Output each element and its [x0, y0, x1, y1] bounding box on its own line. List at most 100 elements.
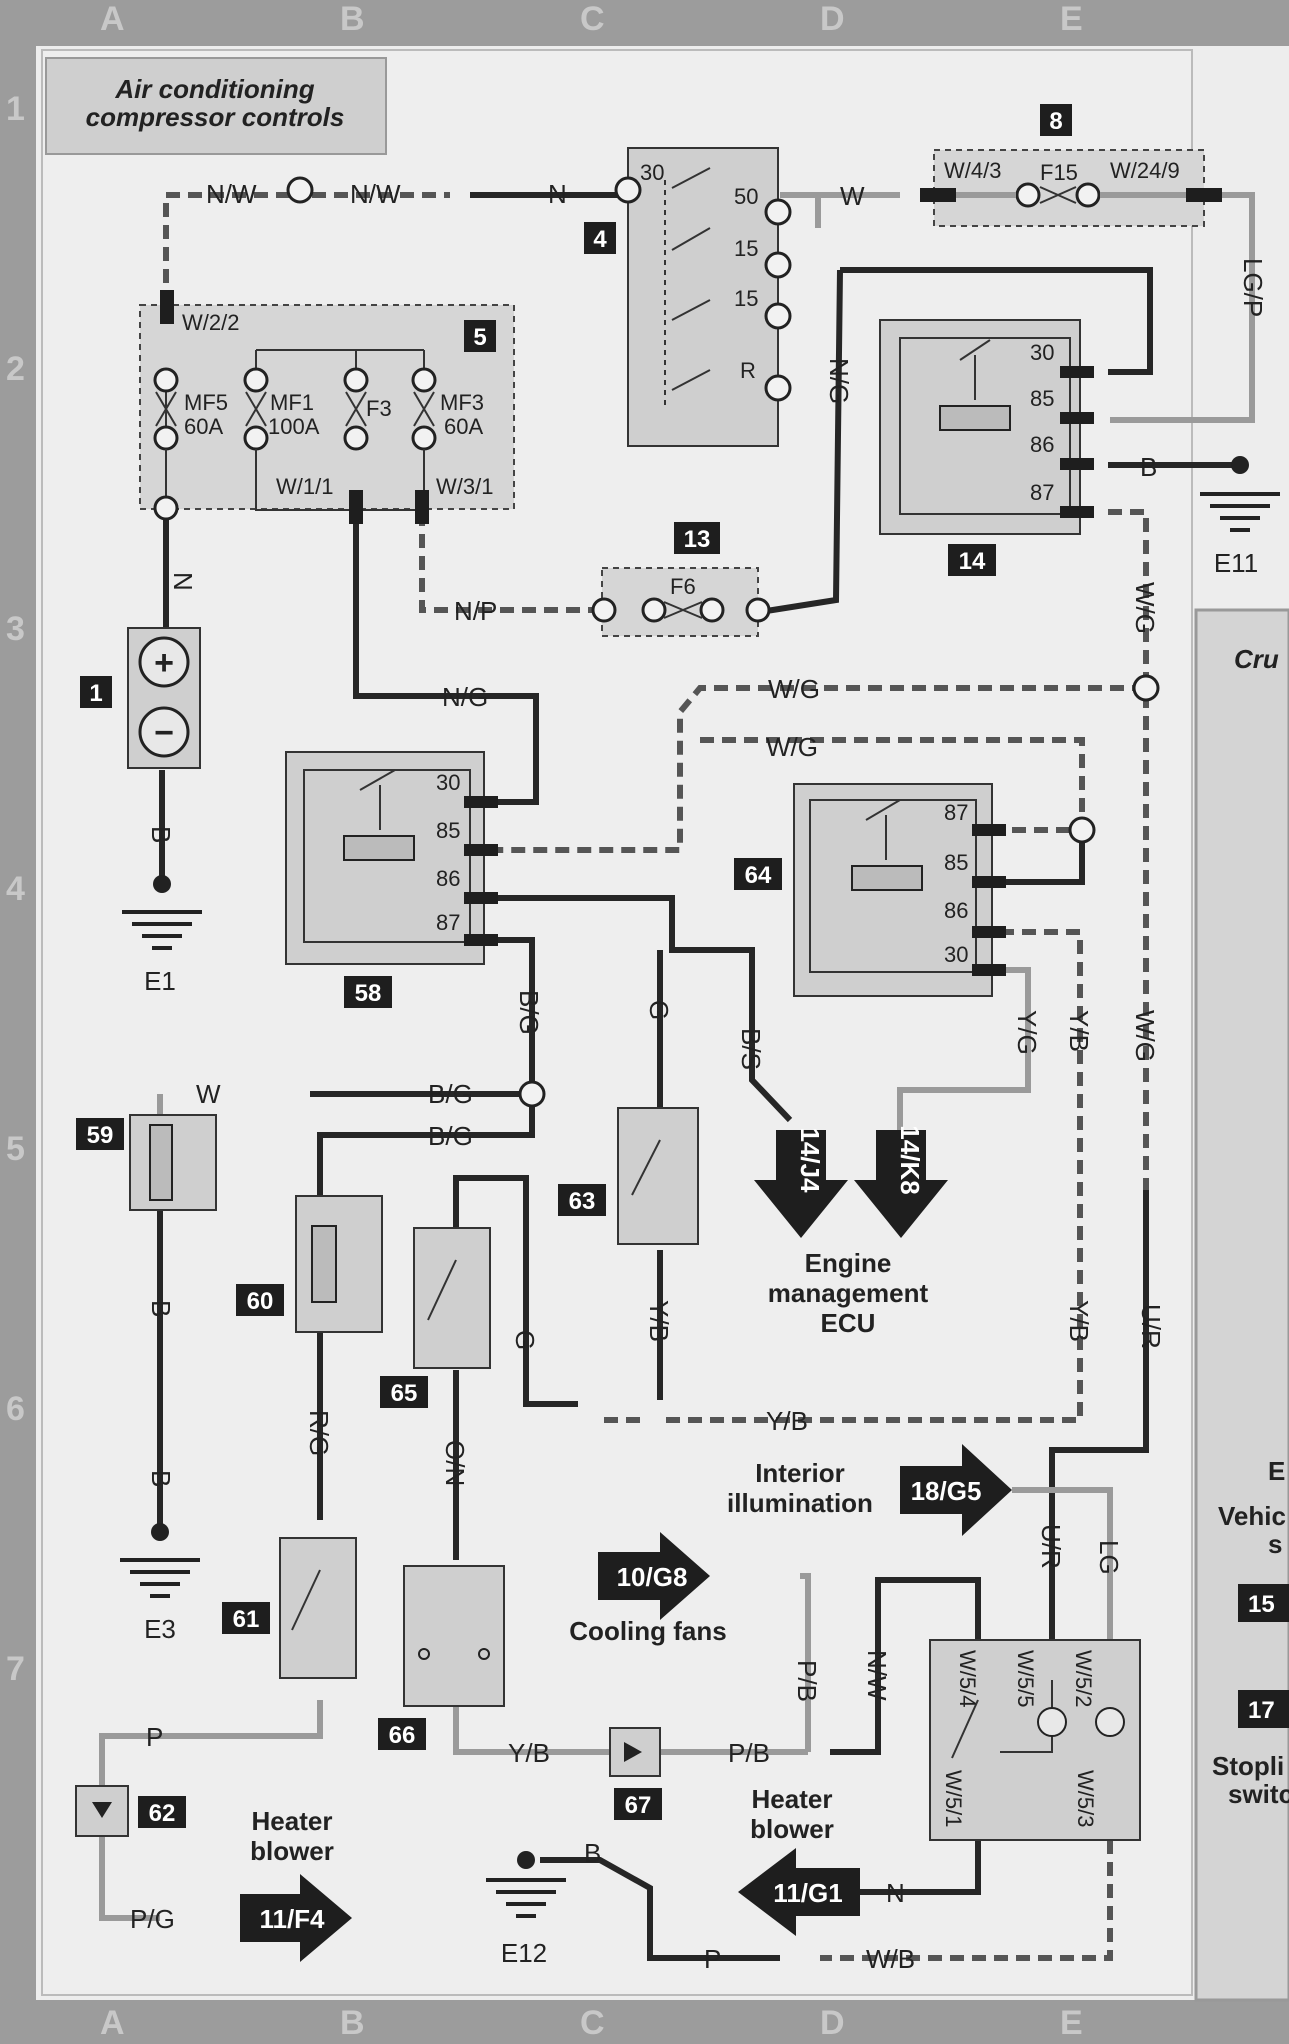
wire-yg	[897, 967, 1031, 1130]
side-label-switc: switc	[1228, 1779, 1289, 1809]
caption-interior-1: Interior	[755, 1458, 845, 1488]
wire-label-b-e3: B	[146, 1470, 176, 1487]
relay-14-pin-86	[1060, 458, 1094, 470]
grid-row-2: 2	[6, 350, 25, 388]
switch-61	[279, 1537, 357, 1679]
relay64-pin30-label: 30	[944, 942, 968, 967]
wire-np	[419, 512, 602, 613]
tag-5	[464, 320, 496, 352]
relay58-pin85-label: 85	[436, 818, 460, 843]
splice-wg	[1132, 674, 1160, 702]
wire-label-rg: R/G	[304, 1410, 334, 1456]
grid-row-7: 7	[6, 1650, 25, 1688]
relay-14-inner	[899, 337, 1071, 515]
battery-plus-icon: +	[154, 644, 174, 682]
tag-67-label: 67	[625, 1792, 652, 1819]
arrow-14-k8	[854, 1130, 948, 1238]
arrow-14-j4	[754, 1130, 848, 1238]
wire-label-b-59: B	[146, 1300, 176, 1317]
caption-ecu-3: ECU	[821, 1308, 876, 1338]
wire-ng-top	[840, 267, 1153, 375]
relay64-pin87-label: 87	[944, 800, 968, 825]
relay58-pin86-label: 86	[436, 866, 460, 891]
relay14-pin87-label: 87	[1030, 480, 1054, 505]
conn-w31-label: W/3/1	[436, 474, 493, 499]
side-label-s: s	[1268, 1529, 1282, 1559]
earth-e11-symbol	[1200, 456, 1280, 532]
earth-e12-label: E12	[501, 1938, 547, 1968]
component-59-element	[149, 1124, 173, 1201]
grid-col-d-bottom: D	[820, 2004, 845, 2042]
title-line-2: compressor controls	[86, 102, 345, 132]
wire-wg-58-85	[485, 685, 1146, 853]
switch-66-pin-b	[478, 1648, 490, 1660]
conn-w51-label: W/5/1	[941, 1770, 966, 1827]
ign-term-50	[764, 198, 792, 226]
caption-ecu-2: management	[768, 1278, 929, 1308]
relay-14-pin-30	[1060, 366, 1094, 378]
earth-e1-symbol	[122, 875, 202, 950]
conn-w22	[160, 290, 174, 324]
relay14-pin86-label: 86	[1030, 432, 1054, 457]
conn-w54-label: W/5/4	[955, 1650, 980, 1707]
ign-pin-50: 50	[734, 184, 758, 209]
arrow-18-g5-label: 18/G5	[911, 1476, 982, 1506]
tag-66-label: 66	[389, 1722, 416, 1749]
ign-term-30	[614, 176, 642, 204]
wire-lg	[1012, 1487, 1113, 1640]
side-tag-17-label: 17	[1248, 1697, 1275, 1724]
earth-e3-label: E3	[144, 1614, 176, 1644]
wire-label-nw-1: N/W	[206, 179, 257, 209]
tag-58-label: 58	[355, 980, 382, 1007]
wire-w-top	[780, 192, 900, 228]
caption-interior-2: illumination	[727, 1488, 873, 1518]
wire-n-11g1	[860, 1840, 981, 1895]
ign-switch-contacts	[671, 167, 711, 391]
f15-term-left	[1015, 182, 1041, 208]
tag-4-label: 4	[593, 226, 607, 253]
tag-62-label: 62	[149, 1800, 176, 1827]
wire-ur	[1049, 1190, 1149, 1640]
fuse-mf1-label: MF1	[270, 390, 314, 415]
wire-label-nw-low: N/W	[862, 1650, 892, 1701]
wire-bs	[485, 895, 793, 1123]
conn-w11-label: W/1/1	[276, 474, 333, 499]
fuse-f6-label: F6	[670, 574, 696, 599]
switch-65	[413, 1227, 491, 1369]
wire-ng-58	[353, 512, 539, 805]
caption-heater-left-1: Heater	[252, 1806, 333, 1836]
relay58-pin87-label: 87	[436, 910, 460, 935]
battery-minus-icon: −	[154, 714, 174, 752]
caption-cooling: Cooling fans	[569, 1616, 726, 1646]
tag-5-label: 5	[473, 324, 486, 351]
fuse-mf3-rating: 60A	[444, 414, 483, 439]
tag-60-label: 60	[247, 1288, 274, 1315]
wire-label-on: O/N	[440, 1440, 470, 1486]
switch-66-pin-a	[418, 1648, 430, 1660]
arrow-11-f4	[240, 1874, 352, 1962]
arrow-11-g1-label: 11/G1	[773, 1878, 842, 1908]
grid-row-5: 5	[6, 1130, 25, 1168]
fuse-mf1-rating: 100A	[268, 414, 320, 439]
wire-64-85	[1000, 830, 1085, 885]
relay-58-coil	[343, 835, 415, 861]
wire-label-w-59: W	[196, 1079, 221, 1109]
wire-label-nw-2: N/W	[350, 179, 401, 209]
tag-59	[76, 1118, 124, 1150]
wire-label-p-e12: P	[704, 1944, 721, 1974]
battery-positive	[138, 636, 190, 688]
grid-col-e-bottom: E	[1060, 2004, 1083, 2042]
side-label-vehic: Vehic	[1218, 1501, 1286, 1531]
fusebox-bus	[165, 349, 425, 505]
relay-14-coil	[939, 405, 1011, 431]
ign-term-r	[764, 374, 792, 402]
tag-1	[80, 676, 112, 708]
wire-wg-64	[700, 737, 1085, 833]
tag-60	[236, 1284, 284, 1316]
fuse-holder-8	[933, 149, 1205, 227]
wire-bg	[317, 937, 535, 1195]
top-grid-bar	[0, 0, 1289, 46]
relay-64-pin-87	[972, 824, 1006, 836]
wire-label-n-top: N	[548, 179, 567, 209]
relay64-pin86-label: 86	[944, 898, 968, 923]
